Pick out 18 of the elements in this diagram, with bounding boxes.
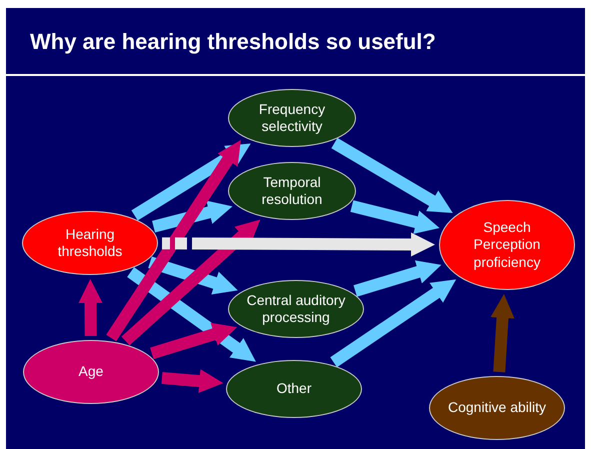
block-arrow <box>350 200 442 234</box>
node-label: Hearing thresholds <box>56 226 124 260</box>
block-arrow <box>152 200 234 232</box>
block-arrow <box>162 232 436 257</box>
block-arrow <box>150 321 239 360</box>
block-arrow <box>354 259 444 297</box>
block-arrow <box>490 294 514 372</box>
block-arrow <box>148 256 240 296</box>
block-arrow <box>161 369 224 394</box>
title: Why are hearing thresholds so useful? <box>30 28 436 56</box>
node-label: Other <box>276 380 312 398</box>
block-arrow <box>78 278 102 336</box>
node-label: Frequency selectivity <box>258 100 326 136</box>
node-label: Cognitive ability <box>448 399 546 417</box>
node-label: Temporal resolution <box>260 174 324 208</box>
node-label: Central auditory processing <box>246 292 346 326</box>
node-label: Age <box>78 363 104 381</box>
node-label: Speech Perception proficiency <box>472 218 542 272</box>
